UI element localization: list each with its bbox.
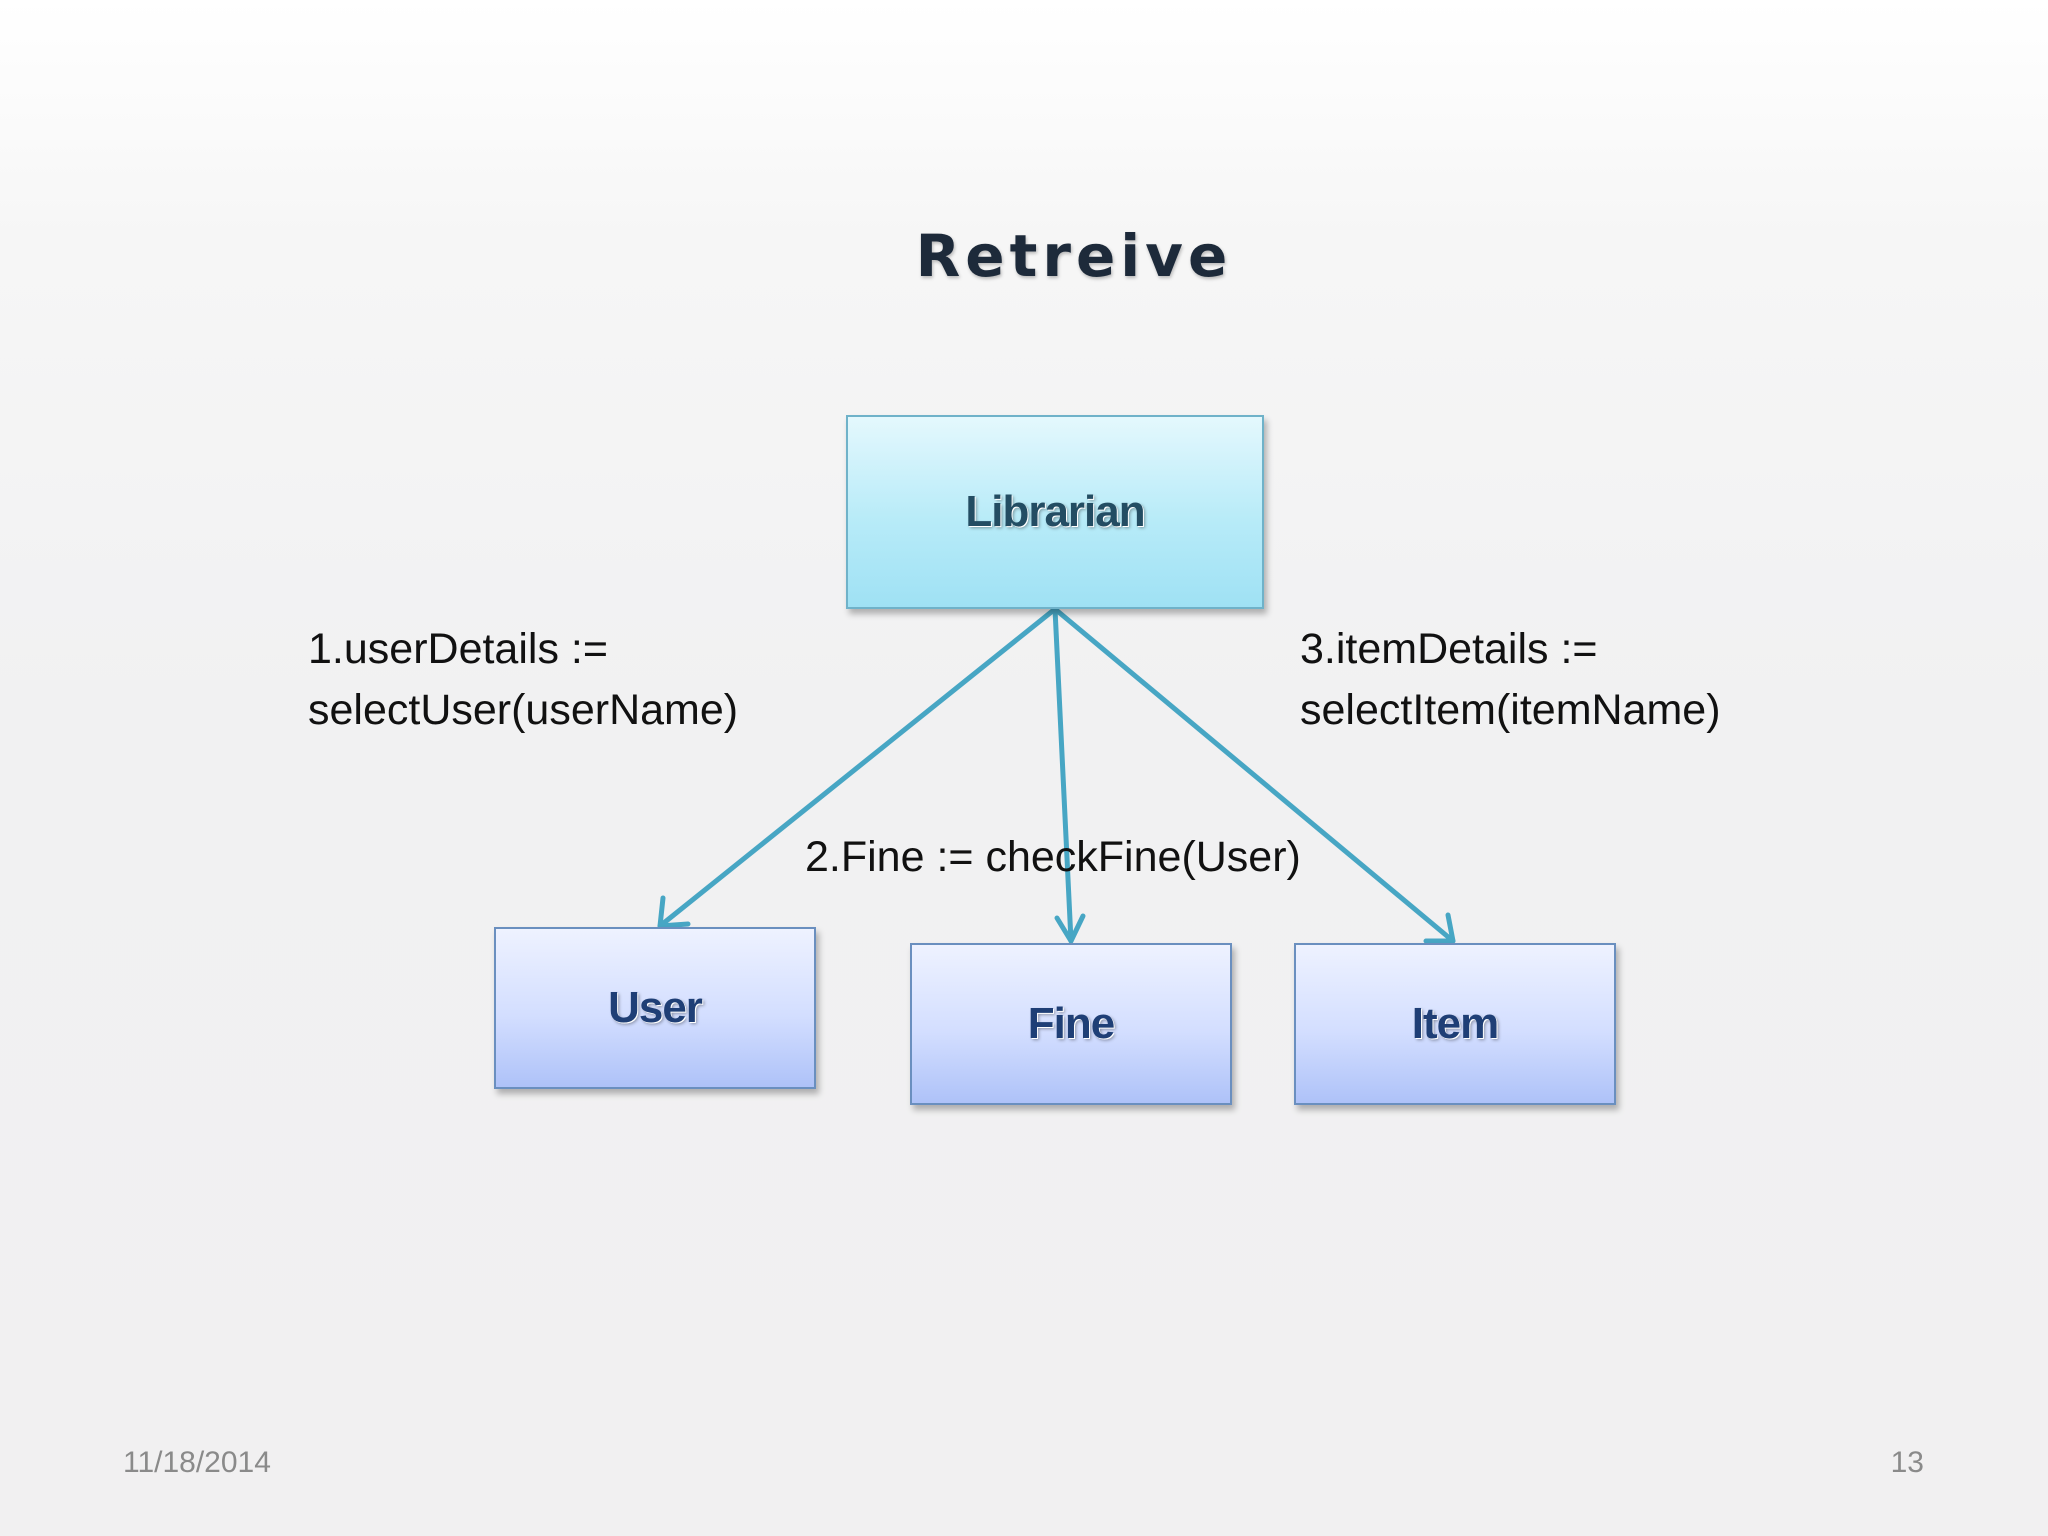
item-label: Item <box>1411 999 1499 1048</box>
footer-date: 11/18/2014 <box>123 1446 271 1479</box>
user-box: User <box>494 927 816 1089</box>
librarian-box: Librarian <box>846 415 1264 609</box>
message-select-item: 3.itemDetails := selectItem(itemName) <box>1300 619 1721 741</box>
fine-box: Fine <box>910 943 1232 1105</box>
arrow-to-user <box>657 606 1058 929</box>
message-2-line-1: 2.Fine := checkFine(User) <box>805 833 1301 881</box>
arrowhead-user <box>657 895 691 929</box>
arrowhead-item <box>1423 912 1456 944</box>
librarian-label: Librarian <box>965 487 1145 536</box>
arrow-to-item <box>1052 606 1456 944</box>
message-select-user: 1.userDetails := selectUser(userName) <box>308 619 738 741</box>
message-3-line-2: selectItem(itemName) <box>1300 686 1721 734</box>
message-1-line-1: 1.userDetails := <box>308 625 608 673</box>
arrowhead-fine <box>1054 913 1086 944</box>
item-box: Item <box>1294 943 1616 1105</box>
message-check-fine: 2.Fine := checkFine(User) <box>805 827 1301 888</box>
message-3-line-1: 3.itemDetails := <box>1300 625 1598 673</box>
arrow-to-fine <box>1052 606 1074 944</box>
page-number: 13 <box>1890 1446 1924 1479</box>
user-label: User <box>608 983 703 1032</box>
fine-label: Fine <box>1027 999 1115 1048</box>
message-1-line-2: selectUser(userName) <box>308 686 739 734</box>
slide-title: Retreive <box>915 222 1233 290</box>
